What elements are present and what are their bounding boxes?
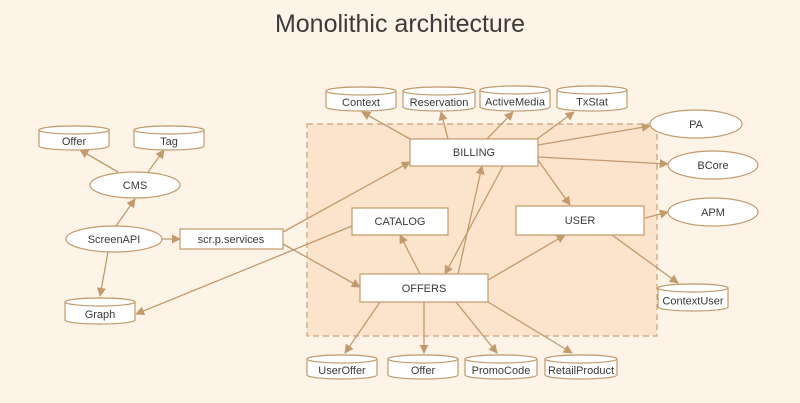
node-user[interactable]: USER (515, 205, 645, 236)
store-activemedia[interactable]: ActiveMedia (479, 85, 551, 112)
store-retailproduct-label: RetailProduct (548, 365, 614, 377)
store-tag-label: Tag (160, 136, 178, 148)
node-offers-label: OFFERS (402, 283, 447, 295)
edge-user-apm (644, 209, 669, 219)
store-reservation[interactable]: Reservation (402, 86, 476, 112)
store-useroffer-label: UserOffer (318, 365, 366, 377)
edge-offers-billing (457, 165, 485, 275)
edge-billing-user (537, 159, 571, 206)
node-billing[interactable]: BILLING (409, 138, 539, 167)
store-useroffer[interactable]: UserOffer (306, 354, 378, 380)
node-user-label: USER (565, 215, 596, 227)
node-apm[interactable]: APM (667, 197, 759, 227)
edge-cms-offer (79, 149, 119, 173)
node-screenapi[interactable]: ScreenAPI (65, 225, 163, 253)
node-cms-label: CMS (123, 180, 147, 192)
edges (79, 111, 679, 354)
store-txstat-label: TxStat (576, 97, 608, 109)
node-screenapi-label: ScreenAPI (88, 234, 141, 246)
store-promocode-label: PromoCode (472, 365, 531, 377)
edge-offers-user (487, 234, 566, 281)
store-reservation-label: Reservation (410, 97, 469, 109)
store-offer-top[interactable]: Offer (38, 125, 110, 151)
edge-scr-services-billing (282, 161, 411, 233)
store-txstat[interactable]: TxStat (556, 85, 628, 112)
edge-billing-txstat (536, 111, 575, 140)
edge-billing-offers (444, 165, 504, 275)
store-graph-label: Graph (85, 309, 116, 321)
node-scr-services[interactable]: scr.p.services (179, 228, 284, 250)
store-context-label: Context (342, 97, 380, 109)
node-pa[interactable]: PA (649, 109, 743, 139)
store-tag[interactable]: Tag (133, 125, 205, 151)
edge-catalog-graph (135, 225, 353, 316)
store-contextuser-label: ContextUser (662, 296, 723, 308)
edge-cms-tag (147, 149, 165, 173)
store-contextuser[interactable]: ContextUser (657, 283, 729, 312)
edge-screenapi-cms (115, 198, 136, 227)
edge-offers-useroffer (344, 301, 381, 354)
node-catalog-label: CATALOG (375, 216, 426, 228)
edge-scr-services-offers (282, 243, 361, 288)
node-apm-label: APM (701, 207, 725, 219)
node-offers[interactable]: OFFERS (359, 273, 489, 303)
node-catalog[interactable]: CATALOG (351, 207, 449, 236)
edge-offers-catalog (399, 234, 421, 275)
store-graph[interactable]: Graph (64, 297, 136, 325)
edge-offers-retailproduct (487, 301, 573, 354)
edge-billing-pa (537, 122, 651, 146)
edge-billing-context (361, 111, 411, 140)
edge-screenapi-graph (96, 251, 109, 297)
store-retailproduct[interactable]: RetailProduct (544, 354, 618, 380)
store-promocode[interactable]: PromoCode (464, 354, 538, 380)
edge-billing-activemedia (486, 111, 514, 140)
node-scr-services-label: scr.p.services (198, 234, 265, 246)
node-bcore-label: BCore (697, 160, 728, 172)
edge-user-contextuser (611, 234, 679, 284)
store-offer-bottom[interactable]: Offer (387, 354, 459, 380)
node-pa-label: PA (689, 119, 704, 131)
edge-billing-bcore (537, 156, 669, 169)
node-cms[interactable]: CMS (89, 171, 181, 199)
node-billing-label: BILLING (453, 147, 495, 159)
store-activemedia-label: ActiveMedia (485, 97, 546, 109)
store-context[interactable]: Context (325, 86, 397, 112)
node-bcore[interactable]: BCore (667, 150, 759, 180)
edge-billing-reservation (438, 111, 449, 140)
store-offer-top-label: Offer (62, 136, 87, 148)
diagram-title: Monolithic architecture (274, 10, 526, 38)
edge-offers-promocode (455, 301, 498, 354)
store-offer-bottom-label: Offer (411, 365, 436, 377)
